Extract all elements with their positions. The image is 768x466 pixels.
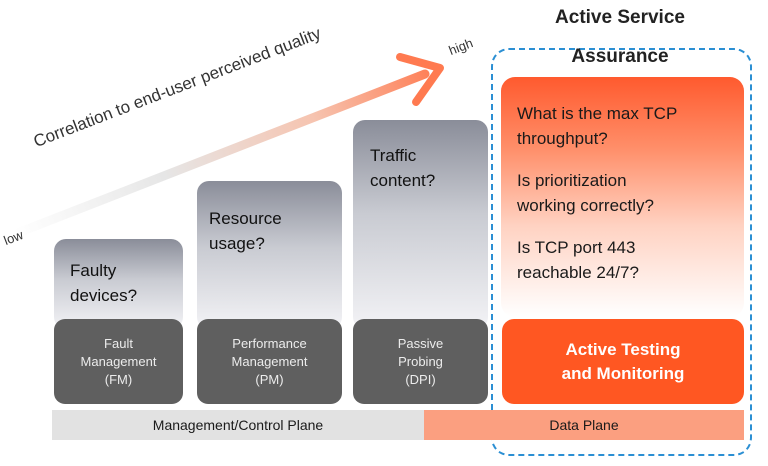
asa-question-line: throughput? xyxy=(517,129,608,148)
pm-question: Resource usage? xyxy=(209,206,282,256)
asa-tool-line: and Monitoring xyxy=(561,363,685,383)
quality-arrow-head xyxy=(396,53,444,106)
active-testing-box: Active Testing and Monitoring xyxy=(502,319,744,404)
asa-question-panel xyxy=(501,77,744,317)
fm-question-line: Faulty xyxy=(70,261,117,280)
fault-management-box: Fault Management (FM) xyxy=(54,319,183,404)
dpi-question-line: content? xyxy=(370,171,436,190)
asa-question-line: What is the max TCP xyxy=(517,104,678,123)
pm-tool-line: Management xyxy=(231,353,308,369)
pm-question-line: Resource xyxy=(209,209,282,228)
dpi-question-box xyxy=(353,120,488,329)
dpi-tool-line: Probing xyxy=(398,353,443,369)
asa-question-3: Is TCP port 443 reachable 24/7? xyxy=(517,235,742,285)
fm-question: Faulty devices? xyxy=(70,258,137,308)
management-plane-bar: Management/Control Plane xyxy=(52,410,424,440)
asa-question-1: What is the max TCP throughput? xyxy=(517,101,742,151)
pm-question-box xyxy=(197,181,342,329)
performance-management-box: Performance Management (PM) xyxy=(197,319,342,404)
fm-tool-line: (FM) xyxy=(104,371,133,387)
data-plane-bar: Data Plane xyxy=(424,410,744,440)
pm-question-line: usage? xyxy=(209,234,265,253)
passive-probing-box: Passive Probing (DPI) xyxy=(353,319,488,404)
dpi-question-line: Traffic xyxy=(370,146,417,165)
asa-dashed-border xyxy=(491,48,752,456)
asa-question-2: Is prioritization working correctly? xyxy=(517,168,742,218)
fm-question-box xyxy=(54,239,183,329)
asa-title-line1: Active Service xyxy=(555,7,685,28)
asa-title-line2: Assurance xyxy=(571,46,669,67)
asa-tool-line: Active Testing xyxy=(565,339,681,359)
fm-question-line: devices? xyxy=(70,286,138,305)
quality-arrow-shaft xyxy=(10,69,430,239)
dpi-tool-line: Passive xyxy=(397,335,444,351)
pm-tool-line: (PM) xyxy=(255,371,284,387)
fm-tool-line: Management xyxy=(80,353,157,369)
asa-question-line: reachable 24/7? xyxy=(517,263,639,282)
pm-tool-line: Performance xyxy=(232,335,307,351)
dpi-tool-line: (DPI) xyxy=(405,371,436,387)
asa-question-line: working correctly? xyxy=(517,196,654,215)
asa-question-line: Is TCP port 443 xyxy=(517,238,636,257)
asa-question-line: Is prioritization xyxy=(517,171,627,190)
fm-tool-line: Fault xyxy=(104,335,133,351)
dpi-question: Traffic content? xyxy=(370,143,435,193)
